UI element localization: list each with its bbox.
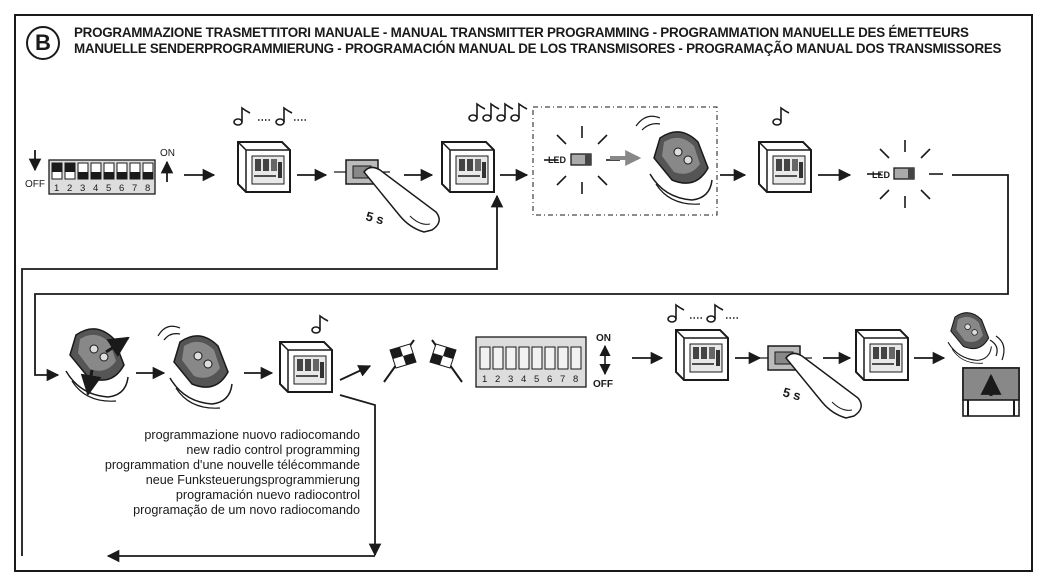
dip1-off-label: OFF [25,179,45,190]
flow-loop-back [21,194,504,556]
dip2-off-label: OFF [593,379,613,390]
control-unit-icon [855,329,909,381]
flow-line-to-row-2 [34,174,1009,382]
dip2-num-5: 5 [534,374,539,385]
control-unit-icon [441,141,495,193]
dip1-num-6: 6 [119,183,124,194]
checkered-flags-icon [383,339,463,383]
led-label-1: LED [548,155,567,165]
dip2-num-2: 2 [495,374,500,385]
dip2-on-label: ON [596,333,611,344]
caption-line-pt: programação de um novo radiocomando [133,503,360,517]
title-line-1: PROGRAMMAZIONE TRASMETTITORI MANUALE - M… [74,25,969,40]
dip2-num-3: 3 [508,374,513,385]
dip1-num-7: 7 [132,183,137,194]
caption-line-de: neue Funksteuerungsprogrammierung [145,473,360,487]
remote-in-hand-icon [157,325,233,409]
remote-in-hand-icon [635,115,713,205]
control-unit-icon [279,341,333,393]
dip1-num-8: 8 [145,183,150,194]
press-time-1: 5 s [364,208,385,227]
dip-switch-off: OFF 1 2 3 4 5 6 7 8 ON [25,148,175,195]
dip2-num-6: 6 [547,374,552,385]
push-button-icon [755,345,862,419]
caption-line-it: programmazione nuovo radiocomando [144,428,360,442]
music-notes-icon [667,304,740,323]
dip1-num-2: 2 [67,183,72,194]
flow-arrow [339,365,372,381]
dip1-num-5: 5 [106,183,111,194]
music-notes-icon [468,103,528,122]
control-unit-icon [237,141,291,193]
remote-transmit-icon [947,312,1005,364]
music-note-icon [311,315,329,334]
dip1-on-label: ON [160,148,175,159]
dip2-num-7: 7 [560,374,565,385]
remote-open-icon [65,328,130,402]
title-line-2: MANUELLE SENDERPROGRAMMIERUNG - PROGRAMA… [74,41,1002,56]
music-notes-icon [233,107,308,126]
dip2-num-8: 8 [573,374,578,385]
dip2-num-1: 1 [482,374,487,385]
dip-switch-reset: 1 2 3 4 5 6 7 8 ON OFF [475,333,613,390]
caption-line-fr: programmation d'une nouvelle télécommand… [104,458,360,472]
new-remote-caption: programmazione nuovo radiocomando new ra… [40,428,360,518]
dip1-num-3: 3 [80,183,85,194]
dip2-num-4: 4 [521,374,526,385]
control-unit-icon [675,329,729,381]
caption-line-en: new radio control programming [186,443,360,457]
caption-line-es: programación nuevo radiocontrol [175,488,360,502]
step-group-box [532,106,718,216]
led-label-2: LED [872,170,891,180]
gate-opening-icon [962,367,1020,417]
music-note-icon [772,107,790,126]
section-badge: B [26,26,60,60]
dip1-num-4: 4 [93,183,98,194]
press-time-2: 5 s [781,384,802,403]
push-button-icon [333,159,440,233]
dip1-num-1: 1 [54,183,59,194]
flow-arrow-down [339,394,382,557]
control-unit-icon [758,141,812,193]
